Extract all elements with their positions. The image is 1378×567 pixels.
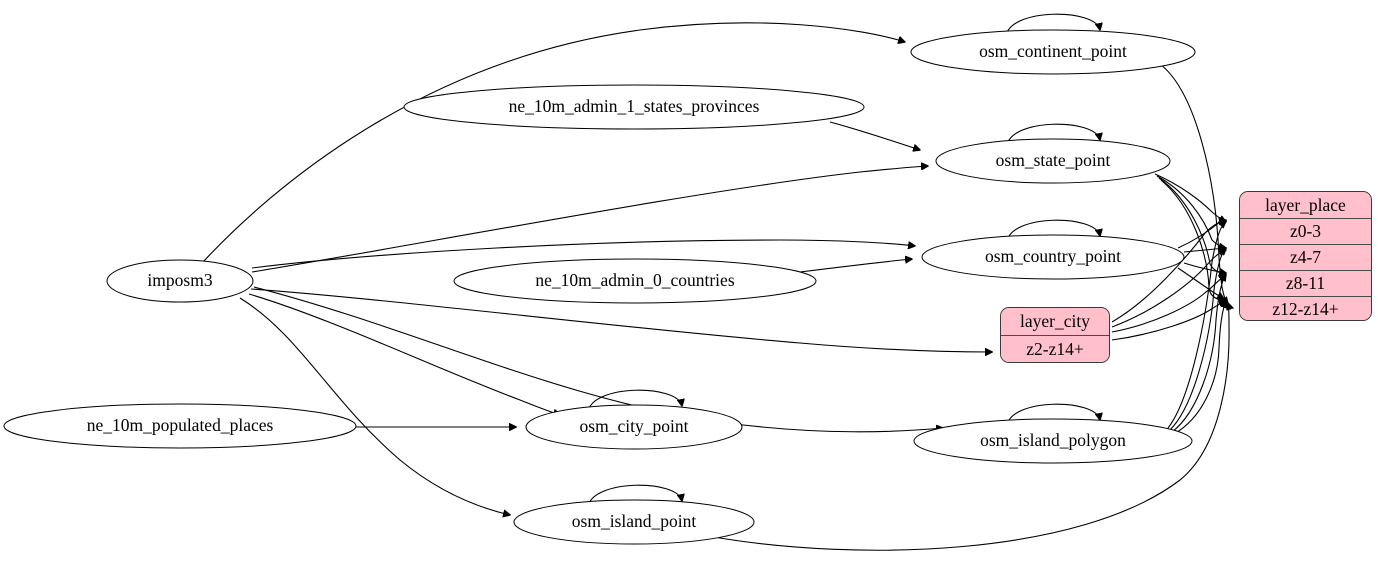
edge-osm_country_point-to-layer_place-z12 xyxy=(1177,267,1224,299)
node-ne_countries-label: ne_10m_admin_0_countries xyxy=(535,270,734,290)
edge-imposm3-to-layer_city xyxy=(250,288,992,352)
edge-ne_countries-to-osm_country_point xyxy=(799,259,912,273)
layer-place-row-z4-7[interactable]: z4-7 xyxy=(1240,244,1371,270)
node-imposm3-label: imposm3 xyxy=(147,270,212,290)
layer-place-row-z12-z14plus[interactable]: z12-z14+ xyxy=(1240,296,1371,320)
node-osm_state_point[interactable]: osm_state_point xyxy=(935,138,1171,184)
edge-osm_island_polygon-to-layer_place-z0 xyxy=(1167,221,1226,429)
node-ne_10m_admin_0_countries[interactable]: ne_10m_admin_0_countries xyxy=(453,258,817,304)
self-loop-osm_island_point xyxy=(587,484,682,508)
node-osm_continent_point-label: osm_continent_point xyxy=(979,41,1127,61)
self-loop-osm_country_point xyxy=(1006,219,1100,243)
self-loop-osm_state_point xyxy=(1006,123,1100,147)
node-ne_populated-label: ne_10m_populated_places xyxy=(87,415,274,435)
self-loop-osm_continent_point xyxy=(1005,13,1100,37)
node-osm_island_polygon[interactable]: osm_island_polygon xyxy=(913,418,1193,464)
edge-layer_city-to-layer_place-z8 xyxy=(1111,275,1226,333)
layer-place-row-z0-3[interactable]: z0-3 xyxy=(1240,218,1371,244)
node-osm_island_polygon-label: osm_island_polygon xyxy=(980,430,1126,450)
node-osm_country_point[interactable]: osm_country_point xyxy=(921,234,1185,280)
edge-layer_city-to-layer_place-z0 xyxy=(1111,220,1226,323)
node-osm_city_point-label: osm_city_point xyxy=(580,416,689,436)
self-loop-osm_city_point xyxy=(587,389,682,413)
node-imposm3[interactable]: imposm3 xyxy=(106,259,254,303)
node-osm_continent_point[interactable]: osm_continent_point xyxy=(910,29,1196,75)
edge-imposm3-to-osm_city_point xyxy=(248,293,560,415)
edge-osm_country_point-to-layer_place-z8 xyxy=(1183,262,1226,273)
layer-city-row-z2-z14plus[interactable]: z2-z14+ xyxy=(1001,335,1109,362)
self-loop-osm_island_polygon xyxy=(1006,403,1100,427)
edge-layer_city-to-layer_place-z4 xyxy=(1111,250,1226,328)
edge-osm_island_polygon-to-layer_place-z12 xyxy=(1173,301,1226,435)
layer-city-header: layer_city xyxy=(1001,308,1109,335)
node-osm_state_point-label: osm_state_point xyxy=(996,150,1111,170)
edge-imposm3-to-osm_island_point xyxy=(239,297,510,515)
node-ne_states-label: ne_10m_admin_1_states_provinces xyxy=(509,96,760,116)
edge-osm_island_polygon-to-layer_place-z4 xyxy=(1169,248,1226,431)
edge-osm_island_polygon-to-layer_place-z8 xyxy=(1171,274,1226,433)
edge-ne_states-to-osm_state_point xyxy=(829,121,920,150)
edge-osm_continent_point-to-layer_place-z12 xyxy=(1159,63,1228,304)
record-node-layer-city[interactable]: layer_city z2-z14+ xyxy=(1000,307,1110,363)
edge-imposm3-to-osm_continent_point xyxy=(202,22,905,263)
node-osm_island_point[interactable]: osm_island_point xyxy=(513,499,755,545)
node-osm_city_point[interactable]: osm_city_point xyxy=(525,404,743,450)
edge-imposm3-to-osm_state_point xyxy=(251,166,928,273)
node-ne_10m_populated_places[interactable]: ne_10m_populated_places xyxy=(3,403,357,449)
record-node-layer-place[interactable]: layer_place z0-3 z4-7 z8-11 z12-z14+ xyxy=(1239,191,1372,321)
layer-place-row-z8-11[interactable]: z8-11 xyxy=(1240,270,1371,296)
edge-imposm3-to-osm_country_point xyxy=(251,239,915,269)
layer-place-header: layer_place xyxy=(1240,192,1371,218)
node-ne_10m_admin_1_states_provinces[interactable]: ne_10m_admin_1_states_provinces xyxy=(403,84,865,130)
edge-layer_city-to-layer_place-z12 xyxy=(1111,301,1226,341)
node-osm_country_point-label: osm_country_point xyxy=(985,246,1121,266)
edge-osm_island_point-to-layer_place-z12 xyxy=(713,303,1229,551)
node-osm_island_point-label: osm_island_point xyxy=(572,511,697,531)
